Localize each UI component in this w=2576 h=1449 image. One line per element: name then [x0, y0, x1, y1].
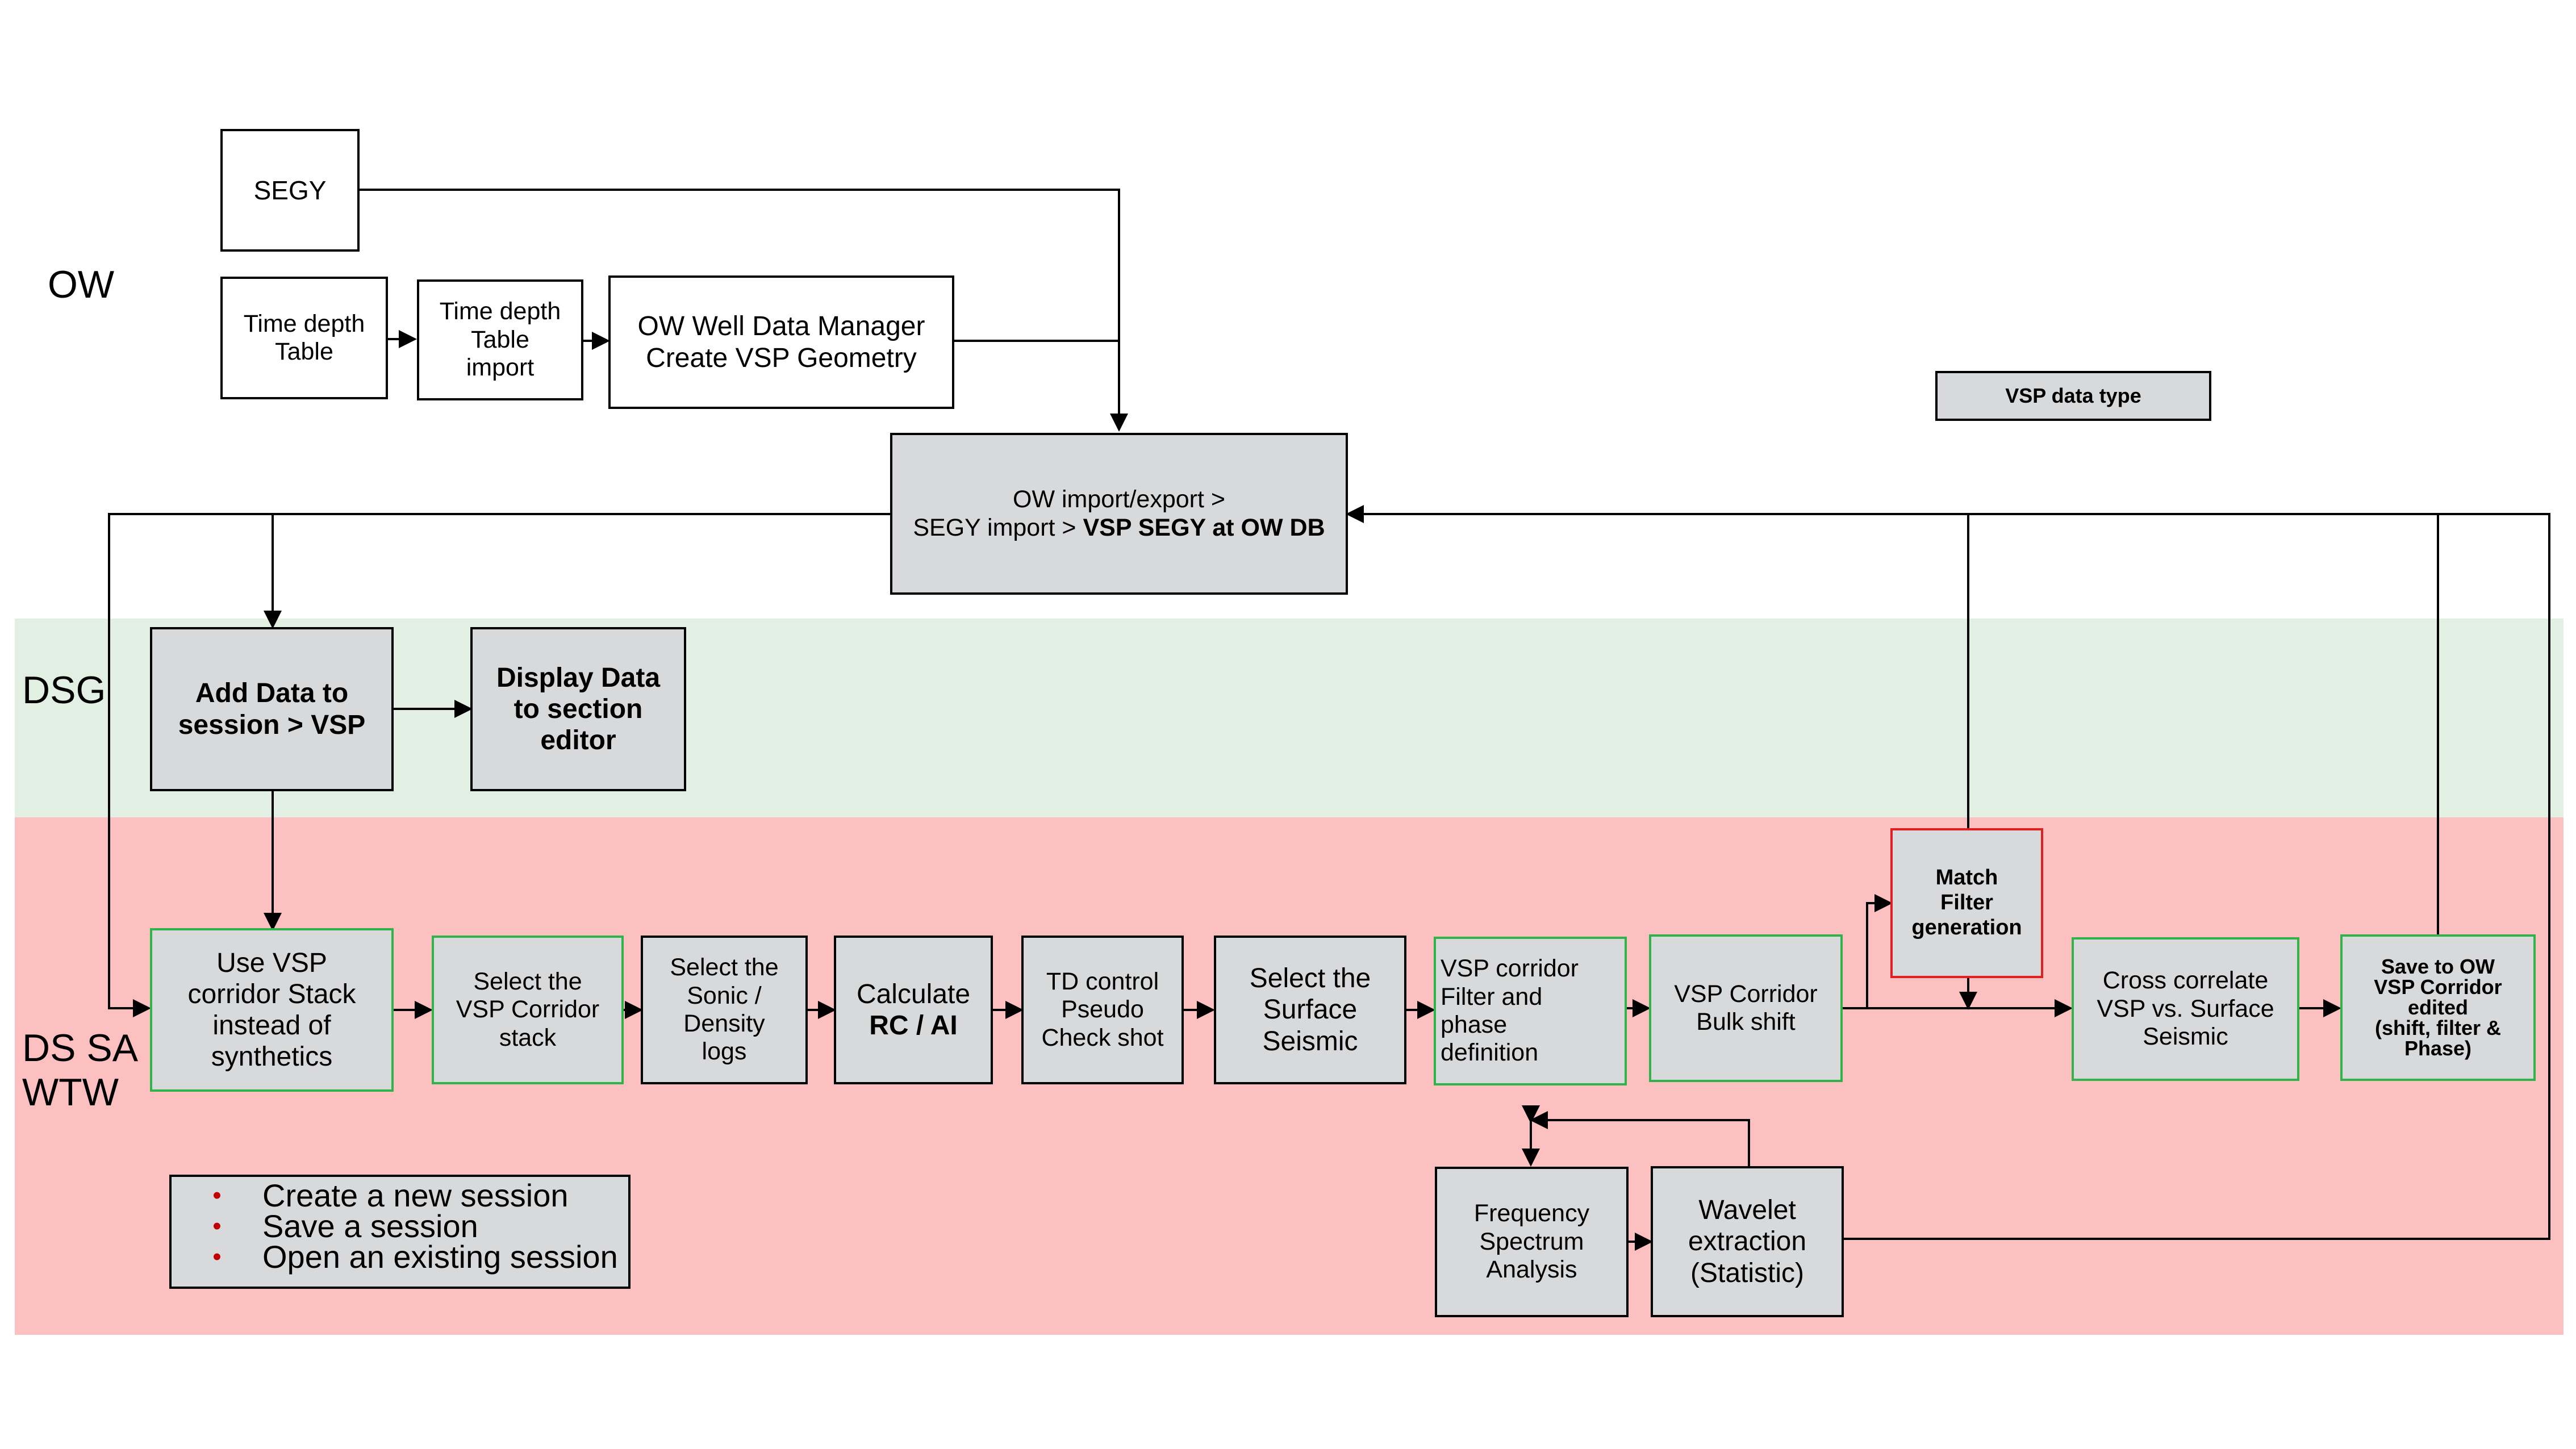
ow-import-export-box: OW import/export > SEGY import > VSP SEG… [890, 433, 1348, 595]
lane-label-ow: OW [48, 263, 115, 306]
connector-segy-to-ow-import [360, 189, 1128, 432]
cross-correlate-box: Cross correlate VSP vs. Surface Seismic [2072, 937, 2299, 1081]
vsp-corridor-bulk-shift-box: VSP Corridor Bulk shift [1649, 934, 1843, 1082]
wavelet-extraction-box: Wavelet extraction (Statistic) [1651, 1166, 1844, 1317]
lane-label-ds-sa-wtw: DS SA WTW [22, 1026, 139, 1114]
segy-box: SEGY [220, 129, 360, 252]
frequency-spectrum-box: Frequency Spectrum Analysis [1435, 1167, 1629, 1317]
display-data-section-editor-box: Display Data to section editor [470, 627, 686, 791]
save-to-ow-box: Save to OW VSP Corridor edited (shift, f… [2340, 934, 2536, 1081]
bullet-icon: • [212, 1243, 222, 1271]
time-depth-import-box: Time depth Table import [417, 279, 583, 400]
vsp-corridor-filter-box: VSP corridor Filter and phase definition [1434, 937, 1627, 1085]
session-actions-legend: •Create a new session •Save a session •O… [169, 1175, 631, 1289]
legend-item: •Create a new session [172, 1180, 628, 1212]
td-control-box: TD control Pseudo Check shot [1021, 936, 1184, 1084]
add-data-session-box: Add Data to session > VSP [150, 627, 394, 791]
dsg-lane-band [15, 619, 2564, 817]
bullet-icon: • [212, 1181, 222, 1209]
select-vsp-corridor-box: Select the VSP Corridor stack [432, 936, 624, 1084]
connector-wavelet-to-filter [1530, 1111, 1750, 1166]
ow-well-data-manager-box: OW Well Data Manager Create VSP Geometry [608, 275, 954, 409]
legend-item: •Open an existing session [172, 1241, 628, 1273]
connector-ow-import-to-use-vsp [108, 513, 273, 1017]
connector-wavelet-to-ow-import [1844, 513, 2550, 1240]
select-surface-seismic-box: Select the Surface Seismic [1214, 936, 1406, 1084]
legend-item: •Save a session [172, 1210, 628, 1242]
match-filter-generation-box: Match Filter generation [1890, 828, 2043, 978]
vsp-data-type-box: VSP data type [1935, 371, 2211, 421]
select-sonic-density-box: Select the Sonic / Density logs [641, 936, 808, 1084]
connector-ow-import-to-add-data [264, 513, 890, 629]
connector-bulk-shift-to-match-filter [1866, 894, 1893, 1008]
lane-label-dsg: DSG [22, 669, 106, 712]
use-vsp-corridor-box: Use VSP corridor Stack instead of synthe… [150, 928, 394, 1092]
bullet-icon: • [212, 1212, 222, 1240]
time-depth-table-box: Time depth Table [220, 277, 388, 399]
